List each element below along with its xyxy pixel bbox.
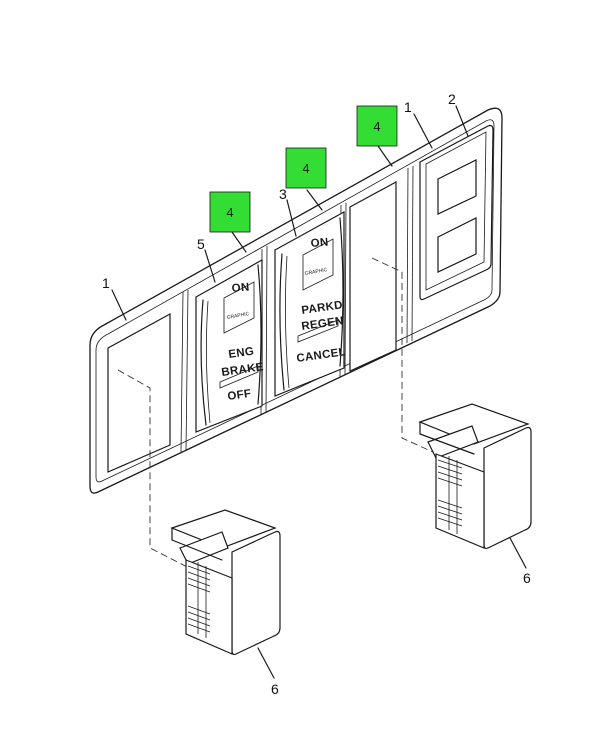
blanking-plug-bottom	[170, 509, 281, 656]
callout-6-right: 6	[523, 570, 531, 586]
eng-brake-line1: ENG	[228, 345, 255, 360]
dual-switch-module	[419, 124, 494, 301]
eng-brake-bottom-label: OFF	[227, 388, 252, 403]
regen-top-label: ON	[310, 236, 329, 250]
callout-4-b-text: 4	[302, 161, 309, 176]
regen-line2: REGEN	[301, 315, 345, 333]
callout-1-left: 1	[102, 275, 110, 291]
callout-4-c-text: 4	[373, 119, 380, 134]
leader-lines	[111, 105, 527, 679]
blank-opening-left	[107, 312, 171, 473]
assembly-lines	[117, 257, 456, 577]
callout-5: 5	[197, 236, 205, 252]
eng-brake-top-label: ON	[231, 281, 250, 295]
callout-4-b: 4	[285, 147, 327, 189]
callout-2: 2	[448, 91, 456, 107]
callout-4-a-text: 4	[226, 205, 233, 220]
callout-4-a: 4	[209, 191, 251, 233]
panel-bezel-inner	[95, 119, 495, 483]
callout-1-top: 1	[404, 99, 412, 115]
blanking-plug-right	[418, 403, 532, 550]
callout-6-bottom: 6	[271, 681, 279, 697]
regen-graphic-label: GRAPHIC	[304, 267, 328, 277]
eng-brake-line2: BRAKE	[221, 361, 265, 379]
blank-opening-middle	[349, 180, 397, 372]
eng-brake-switch: ON GRAPHIC ENG BRAKE OFF	[195, 258, 265, 433]
regen-switch: ON GRAPHIC PARKD REGEN CANCEL	[274, 210, 347, 397]
regen-line1: PARKD	[301, 299, 344, 317]
callout-3: 3	[279, 186, 287, 202]
callout-4-c: 4	[356, 105, 398, 147]
eng-brake-graphic-label: GRAPHIC	[226, 311, 250, 321]
